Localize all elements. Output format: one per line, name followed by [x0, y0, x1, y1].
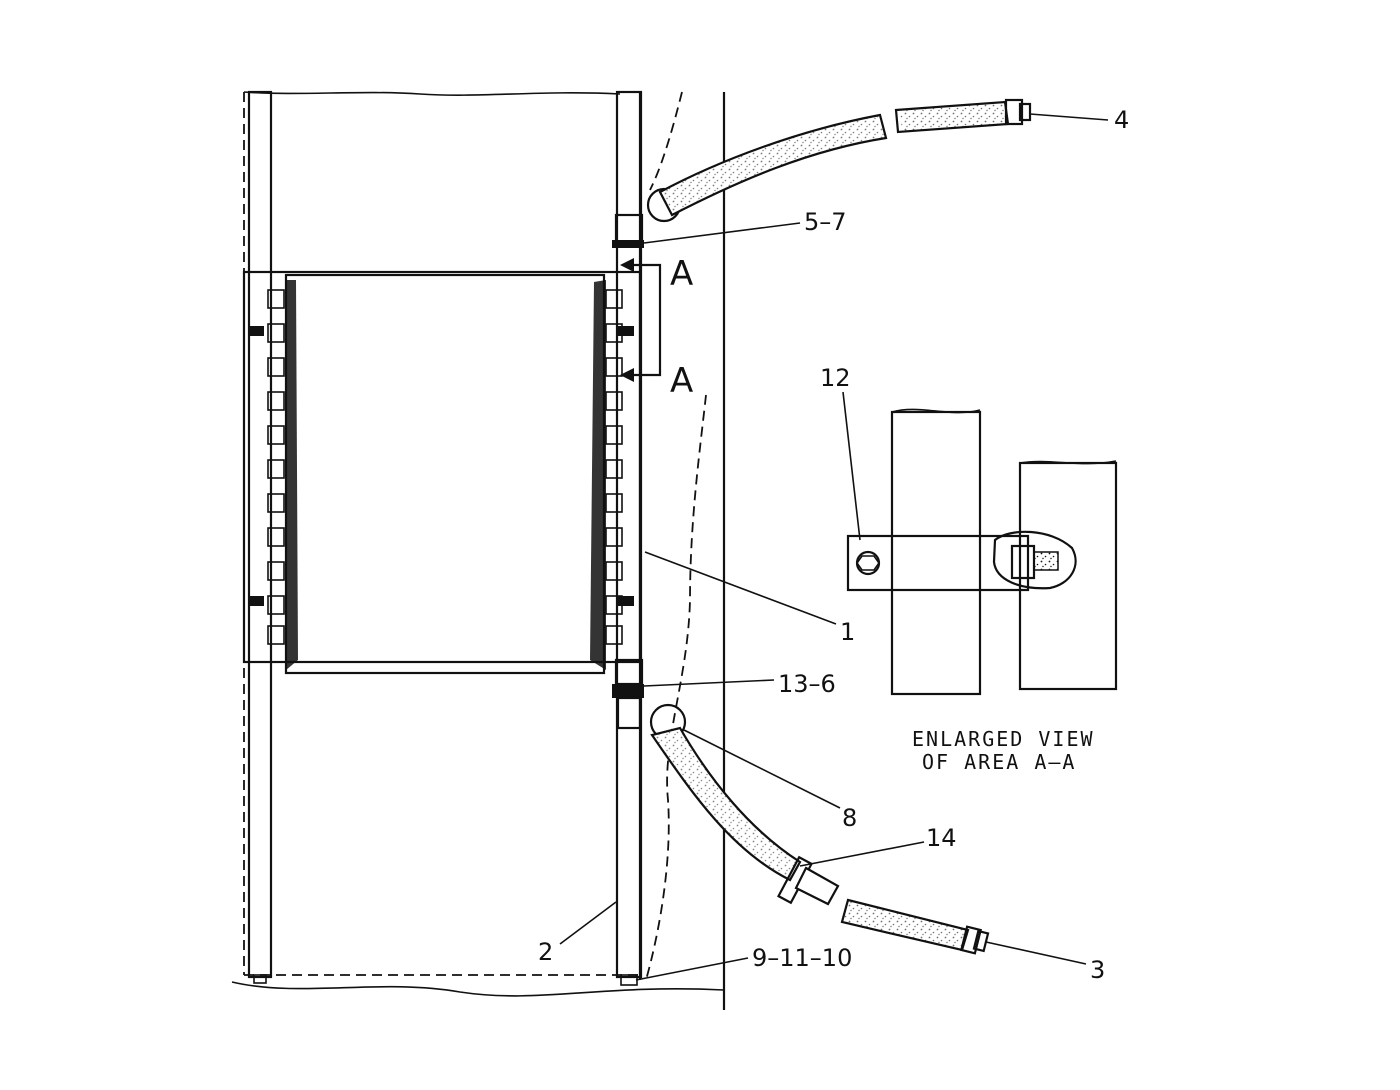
- section-mark-lower: A: [670, 361, 693, 401]
- upper-hose-assembly: [612, 98, 1032, 248]
- callout-12: 12: [820, 364, 851, 392]
- inset-caption: ENLARGED VIEW OF AREA A–A: [912, 727, 1095, 774]
- right-mounting-tabs: [605, 289, 623, 645]
- radiator-core: [242, 270, 642, 675]
- section-mark-upper: A: [670, 254, 693, 294]
- radiator-frame: [231, 90, 726, 1010]
- inset-caption-line1: ENLARGED VIEW: [912, 727, 1095, 751]
- callout-2: 2: [538, 938, 553, 966]
- callout-3: 3: [1090, 956, 1105, 984]
- callout-9-11-10: 9–11–10: [752, 944, 852, 972]
- callout-labels: 4 5–7 12 1 13–6 8 14 2 9–11–10 3: [538, 106, 1129, 984]
- callout-1: 1: [840, 618, 855, 646]
- left-mounting-tabs: [267, 289, 285, 645]
- lower-hose-assembly: [612, 658, 990, 955]
- callout-8: 8: [842, 804, 857, 832]
- enlarged-view-inset: [846, 408, 1118, 696]
- inset-caption-line2: OF AREA A–A: [922, 750, 1076, 774]
- callout-5-7: 5–7: [804, 208, 847, 236]
- callout-14: 14: [926, 824, 957, 852]
- callout-13-6: 13–6: [778, 670, 836, 698]
- leader-lines: [559, 113, 1109, 981]
- callout-4: 4: [1114, 106, 1129, 134]
- section-a-a-indicator: A A: [620, 254, 693, 401]
- mounting-bolts: [248, 326, 634, 606]
